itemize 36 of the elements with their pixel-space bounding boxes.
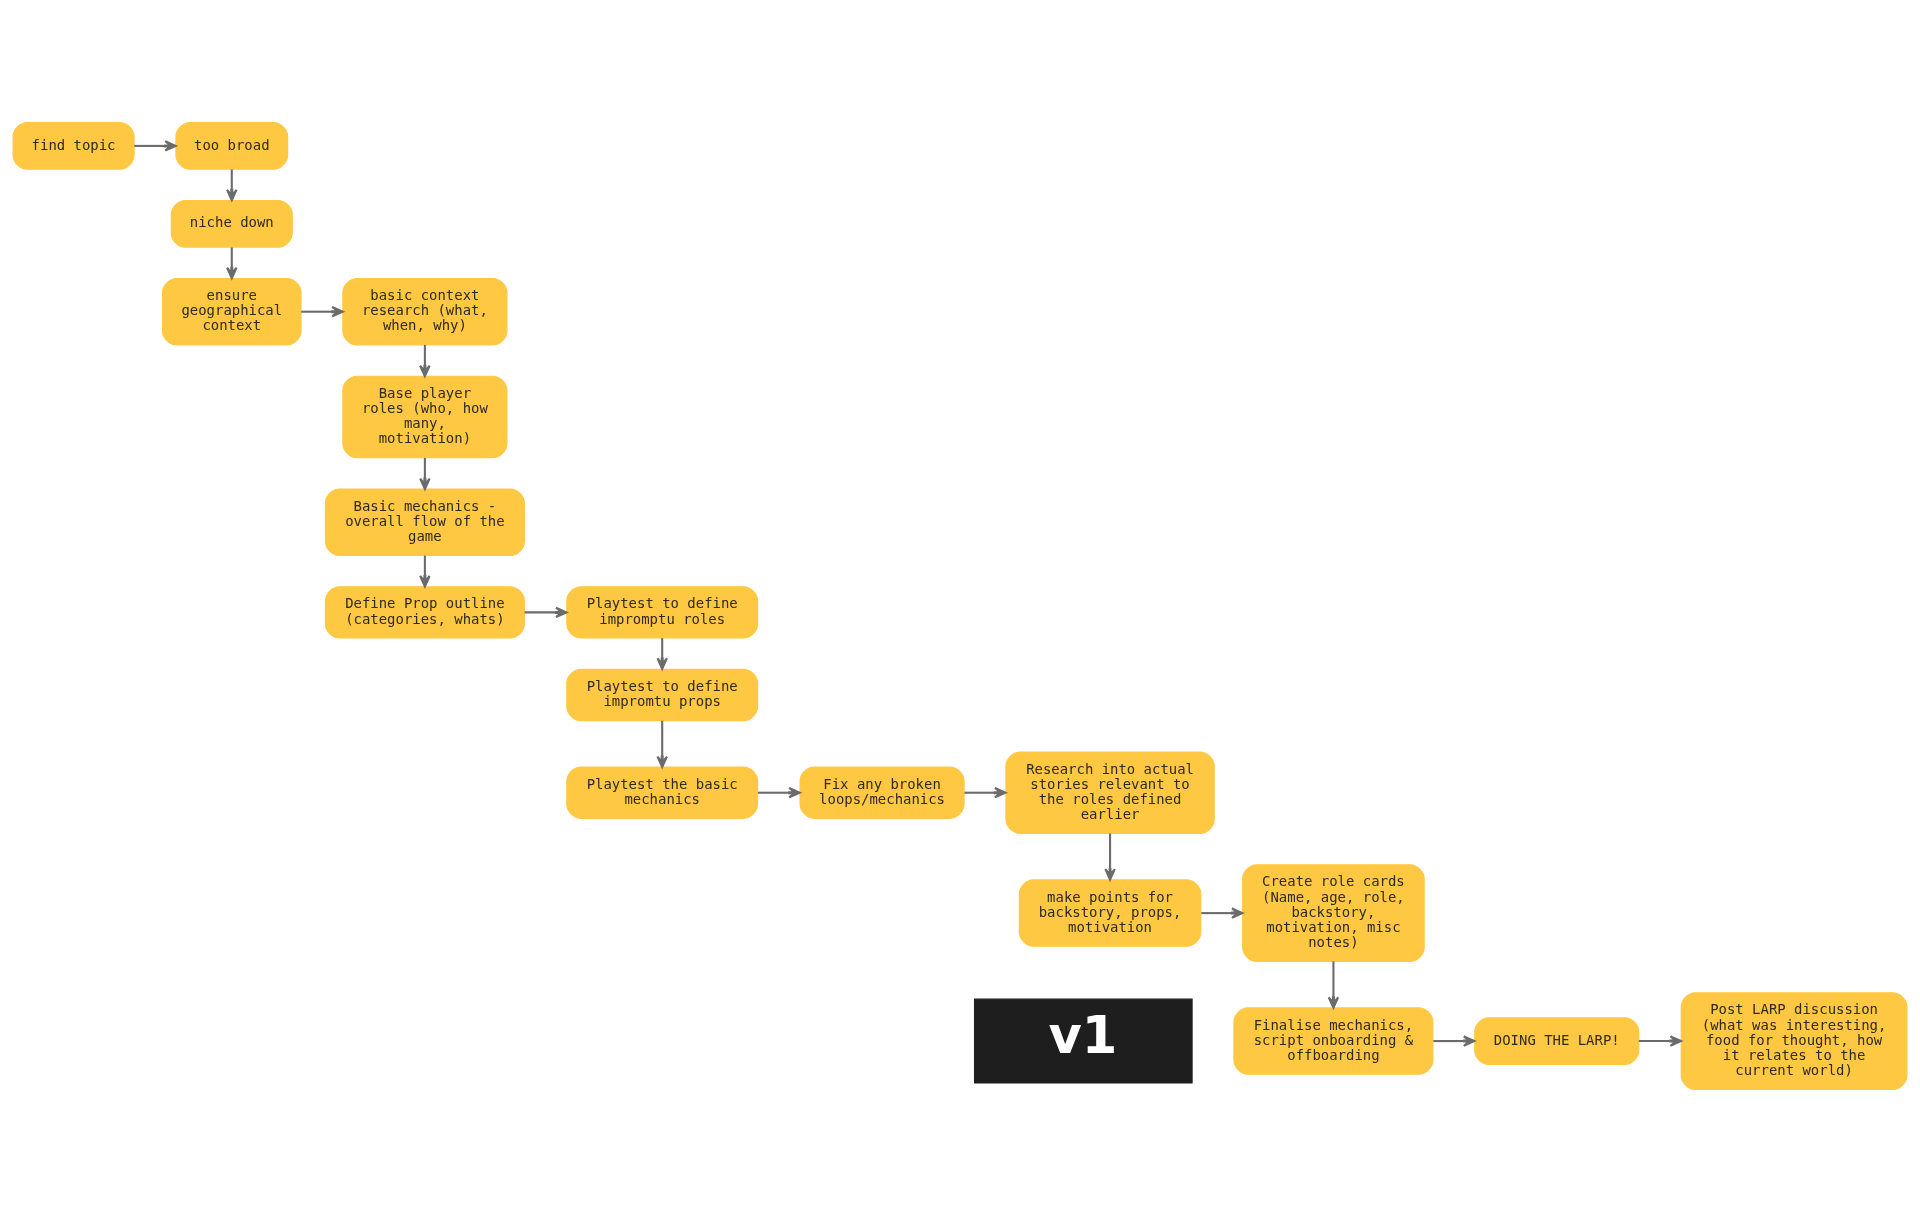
arrow	[419, 457, 431, 490]
arrow	[419, 344, 431, 377]
arrow	[656, 720, 668, 768]
node-box: Fix any broken loops/mechanics	[799, 766, 965, 819]
arrow	[524, 606, 568, 618]
arrow	[1638, 1034, 1682, 1047]
arrow	[1104, 833, 1116, 881]
arrow	[226, 168, 238, 201]
node-box: make points for backstory, props, motivation	[1018, 878, 1202, 947]
arrow	[964, 786, 1007, 798]
node-box: basic context research (what, when, why)	[342, 277, 508, 345]
node-box: Playtest to define impromtu props	[566, 668, 759, 721]
node-box: Basic mechanics - overall flow of the game	[324, 488, 525, 556]
node-box: Research into actual stories relevant to the roles defined earlier	[1005, 750, 1215, 834]
arrow	[757, 786, 801, 798]
arrow	[134, 139, 177, 152]
node-box: Post LARP discussion (what was interesting, food for thought, how it relates to the current world)	[1680, 991, 1908, 1090]
node-box: DOING THE LARP!	[1474, 1016, 1640, 1065]
arrow	[226, 247, 238, 279]
node-box: v1	[973, 998, 1193, 1084]
node-box: too broad	[175, 121, 289, 170]
arrow	[1327, 960, 1340, 1009]
arrow	[1201, 906, 1244, 919]
node-box: ensure geographical context	[162, 277, 302, 345]
node-box: niche down	[170, 199, 293, 248]
arrow	[656, 637, 668, 670]
arrow	[301, 305, 344, 317]
node-box: Playtest the basic mechanics	[566, 766, 759, 819]
node-box: find topic	[12, 121, 135, 170]
node-box: Finalise mechanics, script onboarding & offboarding	[1233, 1006, 1434, 1075]
node-box: Define Prop outline (categories, whats)	[324, 585, 525, 639]
node-box: Base player roles (who, how many, motivation)	[342, 375, 508, 458]
arrow	[1433, 1034, 1476, 1047]
node-box: Create role cards (Name, age, role, backstory, motivation, misc notes)	[1242, 863, 1425, 962]
arrow	[419, 555, 431, 587]
node-box: Playtest to define impromptu roles	[566, 585, 759, 639]
